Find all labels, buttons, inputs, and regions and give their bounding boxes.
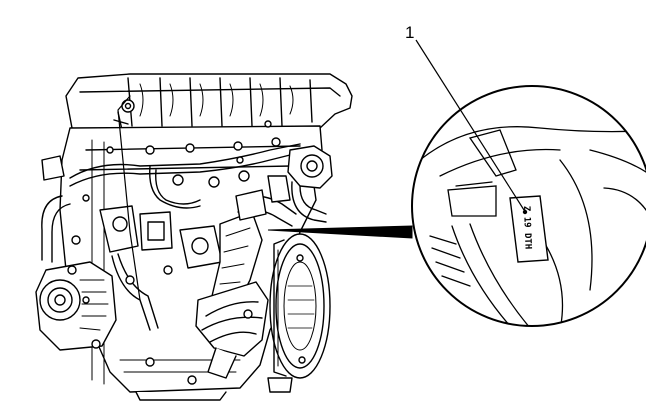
intake-hose-left: [41, 155, 71, 263]
crankshaft-pulley: [267, 233, 331, 393]
engine-code-stamp: Z 19 DTH: [521, 206, 533, 250]
oil-dipstick: [117, 95, 141, 301]
callout-leader-line: [415, 39, 525, 211]
fuel-lines: [69, 137, 303, 209]
detail-view: Z 19 DTH: [411, 85, 646, 327]
callout-number: 1: [405, 23, 414, 42]
bolts: [82, 120, 272, 304]
magnifier-leader: [267, 225, 413, 239]
egr-pipe: [211, 189, 267, 301]
alternator: [35, 261, 117, 351]
cylinder-head-cover: [65, 73, 353, 133]
turbo-outlet: [195, 281, 269, 379]
engine-assembly: [35, 73, 353, 401]
stamp-marker: [522, 209, 528, 215]
callout-1: 1: [405, 23, 525, 211]
coolant-hose: [237, 145, 333, 227]
